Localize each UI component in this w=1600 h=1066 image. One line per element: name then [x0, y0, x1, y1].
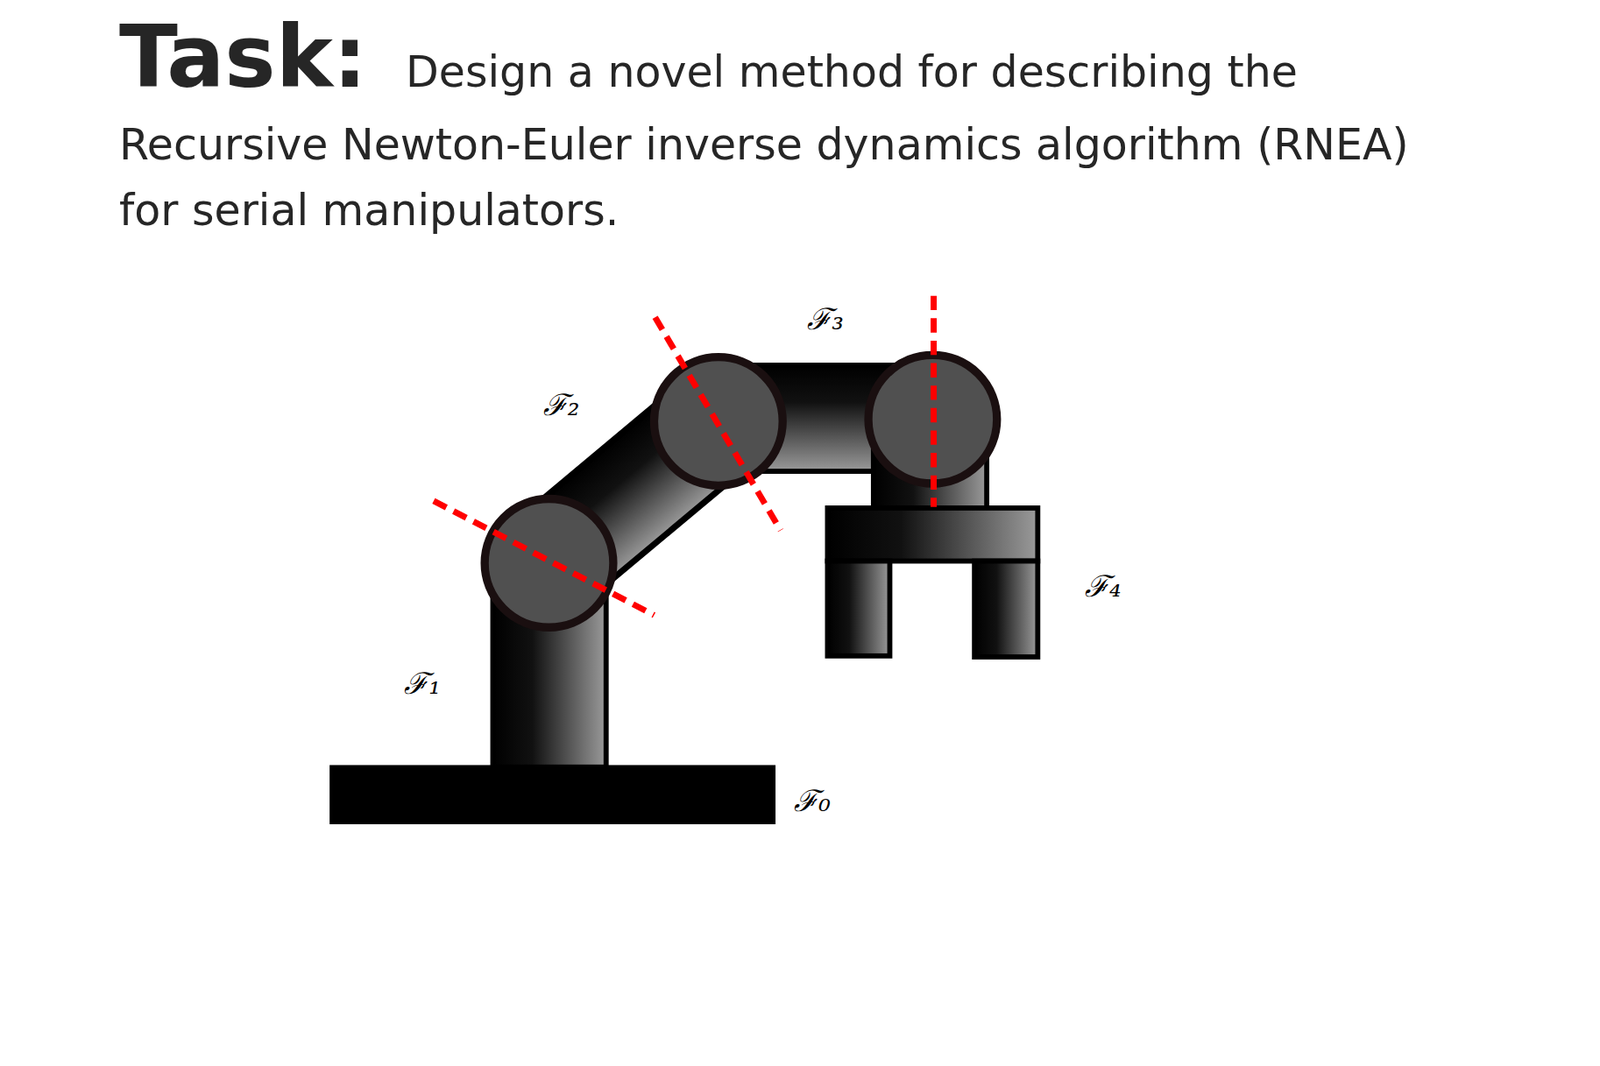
joint-axis — [930, 296, 937, 508]
joint-one — [484, 498, 614, 628]
frame-label: ℱ₂ — [543, 387, 581, 424]
joint-axis — [433, 501, 655, 616]
joint-axis — [655, 317, 781, 531]
gripper-finger — [827, 561, 890, 657]
gripper-bar — [827, 508, 1038, 562]
frame-label: ℱ₁ — [403, 665, 441, 702]
frame-label: ℱ₃ — [807, 301, 844, 338]
frame-label: ℱ₄ — [1084, 568, 1122, 605]
base-plate — [329, 764, 776, 825]
title: Task: — [119, 7, 368, 107]
gripper-finger — [974, 561, 1038, 658]
frame-label: ℱ₀ — [793, 783, 831, 820]
task-heading: Task:Design a novel method for describin… — [119, 0, 1416, 249]
